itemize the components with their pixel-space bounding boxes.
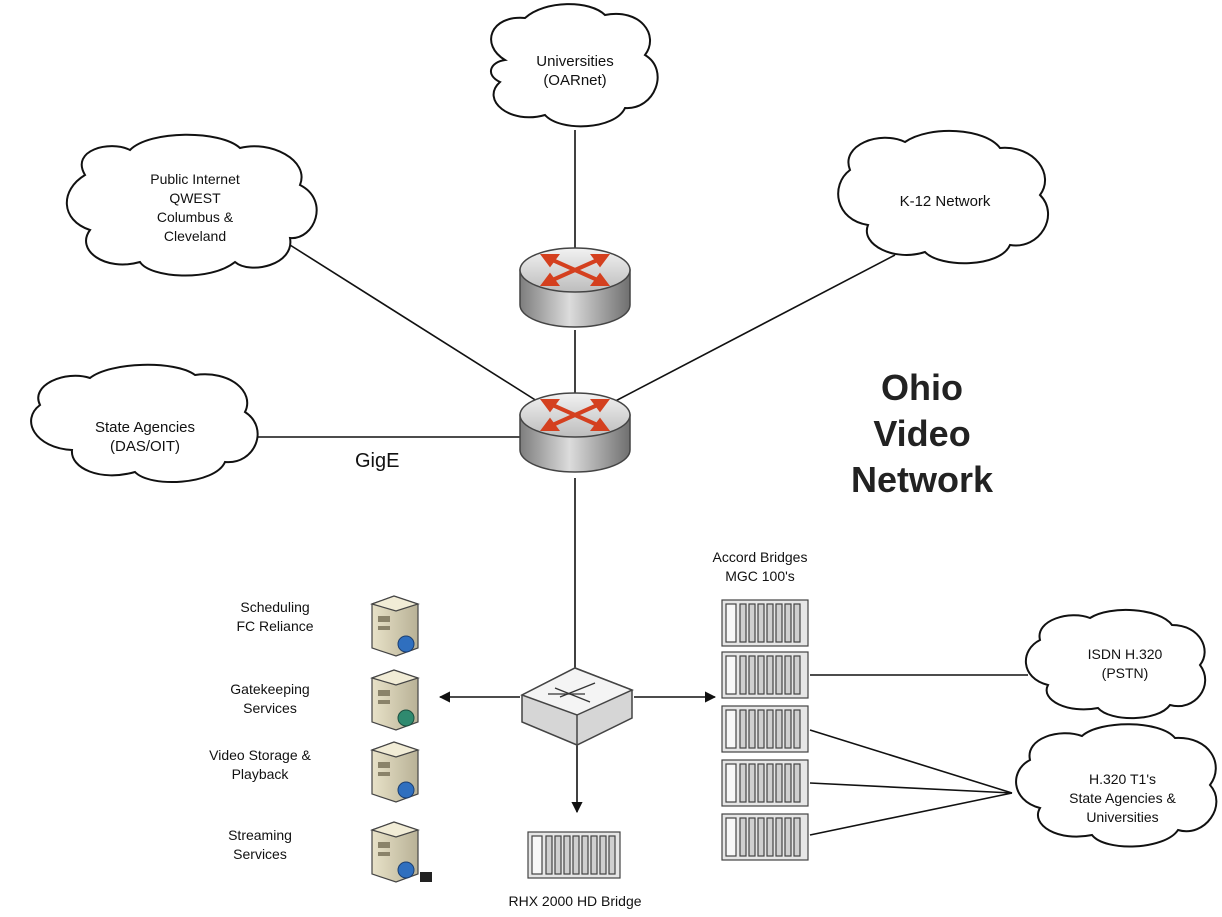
gige-link-label: GigE [355, 450, 400, 472]
link-t1-c [809, 792, 1013, 836]
link-t1-a [809, 729, 1013, 794]
cloud-label-public-internet: Public Internet QWEST Columbus & Clevela… [150, 171, 240, 244]
cloud-state-agencies [30, 363, 259, 483]
cloud-public-internet [65, 133, 318, 277]
server-icon [370, 669, 420, 731]
cloud-universities [490, 3, 659, 128]
title-line-1: Ohio [881, 367, 963, 408]
cloud-label-universities: Universities (OARnet) [536, 53, 614, 89]
bridges-label: Accord Bridges MGC 100's [712, 549, 808, 584]
cloud-label-state-agencies: State Agencies (DAS/OIT) [94, 419, 196, 455]
link-public-internet [289, 244, 549, 409]
cloud-h320 [1015, 723, 1218, 848]
router-icon [519, 392, 631, 473]
diagram-title: Ohio Video Network [812, 365, 1032, 503]
router-icon [519, 247, 631, 328]
cloud-label-k12: K-12 Network [899, 193, 991, 210]
server-icon [370, 595, 420, 657]
title-line-3: Network [850, 459, 994, 500]
server-label-scheduling: Scheduling FC Reliance [236, 599, 314, 634]
cloud-k12 [837, 129, 1050, 265]
link-k12 [601, 254, 896, 409]
rack-icon [527, 831, 621, 879]
cloud-label-h320: H.320 T1's State Agencies & Universities [1069, 771, 1176, 825]
cloud-label-isdn: ISDN H.320 (PSTN) [1087, 646, 1163, 681]
rack-icon [721, 599, 809, 861]
title-line-2: Video [873, 413, 971, 454]
hd-bridge-label: RHX 2000 HD Bridge [508, 893, 642, 909]
server-label-video-storage: Video Storage & Playback [209, 747, 311, 782]
connections [255, 130, 1028, 836]
server-label-streaming: Streaming Services [228, 827, 292, 862]
link-t1-b [809, 782, 1013, 794]
cloud-icon [30, 3, 1218, 848]
server-icon [370, 741, 420, 803]
server-label-gatekeeping: Gatekeeping Services [230, 681, 310, 716]
server-icon [370, 821, 432, 883]
switch-icon [520, 667, 634, 746]
cloud-isdn [1024, 608, 1207, 720]
